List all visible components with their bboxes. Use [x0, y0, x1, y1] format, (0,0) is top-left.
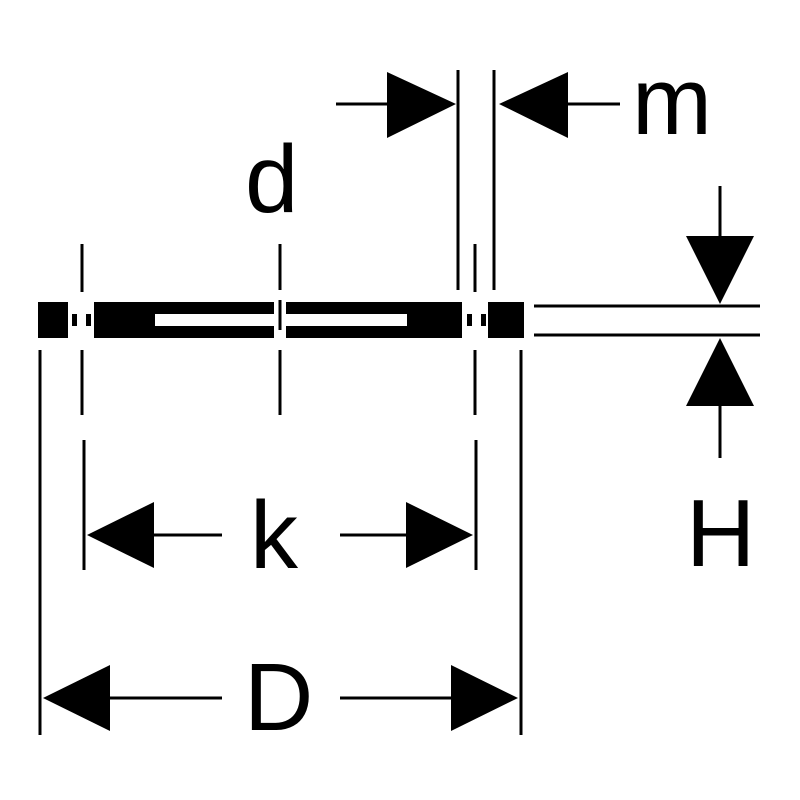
bolt-hole-mark-left-b: [86, 314, 91, 326]
label-m: m: [632, 48, 712, 155]
label-k: k: [250, 482, 299, 589]
bolt-hole-mark-right-a: [467, 314, 472, 326]
dim-k-arrow-left: [87, 502, 154, 568]
dim-m-arrow-left: [387, 72, 456, 138]
extension-lines: [38, 70, 760, 735]
label-D: D: [244, 644, 313, 751]
bolt-hole-mark-left-a: [72, 314, 77, 326]
dim-D-arrow-left: [43, 665, 110, 731]
label-d: d: [245, 126, 298, 233]
dimension-H: H: [686, 186, 755, 587]
dimension-m: m: [336, 48, 712, 155]
dim-k-arrow-right: [406, 502, 473, 568]
dim-m-arrow-right: [499, 72, 568, 138]
dimension-k: k: [87, 482, 473, 589]
dimension-D: D: [43, 644, 518, 751]
dim-D-arrow-right: [451, 665, 518, 731]
bolt-hole-mark-right-b: [481, 314, 486, 326]
label-H: H: [686, 480, 755, 587]
center-lines: [80, 244, 478, 570]
dim-H-arrow-bottom: [686, 338, 754, 406]
dim-H-arrow-top: [686, 236, 754, 304]
dimension-d: d: [245, 126, 298, 233]
